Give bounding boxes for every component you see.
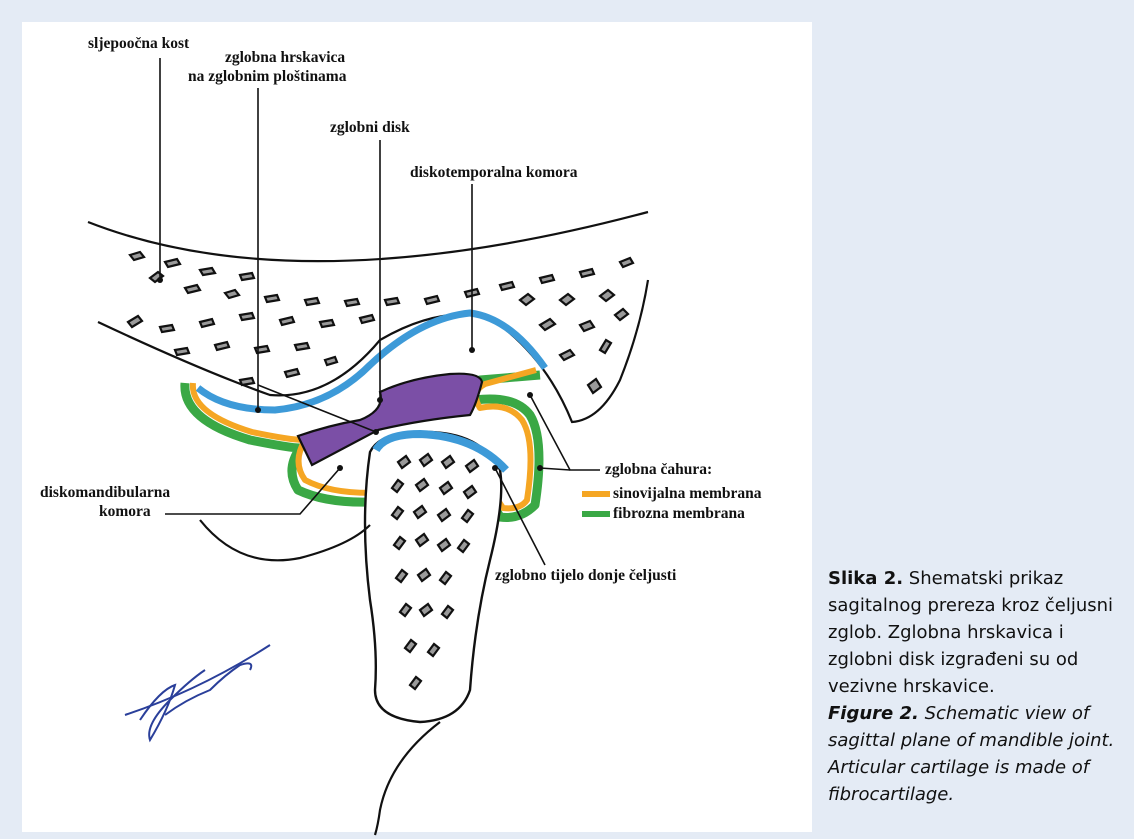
label-fibrous-membrane: fibrozna membrana (613, 505, 745, 522)
temporal-bone-upper-contour (88, 212, 648, 261)
synovial-legend-swatch (582, 491, 610, 497)
figure-caption: Slika 2. Shematski prikaz sagitalnog pre… (828, 565, 1128, 808)
label-articular-cartilage-1: zglobna hrskavica (225, 49, 345, 66)
mandible-posterior-contour (375, 722, 440, 835)
author-signature (125, 645, 270, 740)
label-articular-cartilage-2: na zglobnim ploštinama (188, 68, 347, 85)
label-discotemporal-chamber: diskotemporalna komora (410, 164, 578, 181)
label-discomandibular-chamber-2: komora (99, 503, 151, 520)
label-synovial-membrane: sinovijalna membrana (613, 485, 762, 502)
caption-en-label: Figure 2. (828, 703, 919, 724)
mandible-anterior-contour (200, 520, 370, 560)
fibrous-legend-swatch (582, 511, 610, 517)
label-articular-disc: zglobni disk (330, 119, 410, 136)
label-mandibular-condyle: zglobno tijelo donje čeljusti (495, 567, 677, 584)
caption-hr-label: Slika 2. (828, 568, 903, 589)
label-temporal-bone: sljepoočna kost (88, 35, 190, 52)
mandibular-condyle (365, 432, 501, 722)
label-joint-capsule: zglobna čahura: (605, 461, 712, 478)
label-discomandibular-chamber-1: diskomandibularna (40, 484, 170, 501)
